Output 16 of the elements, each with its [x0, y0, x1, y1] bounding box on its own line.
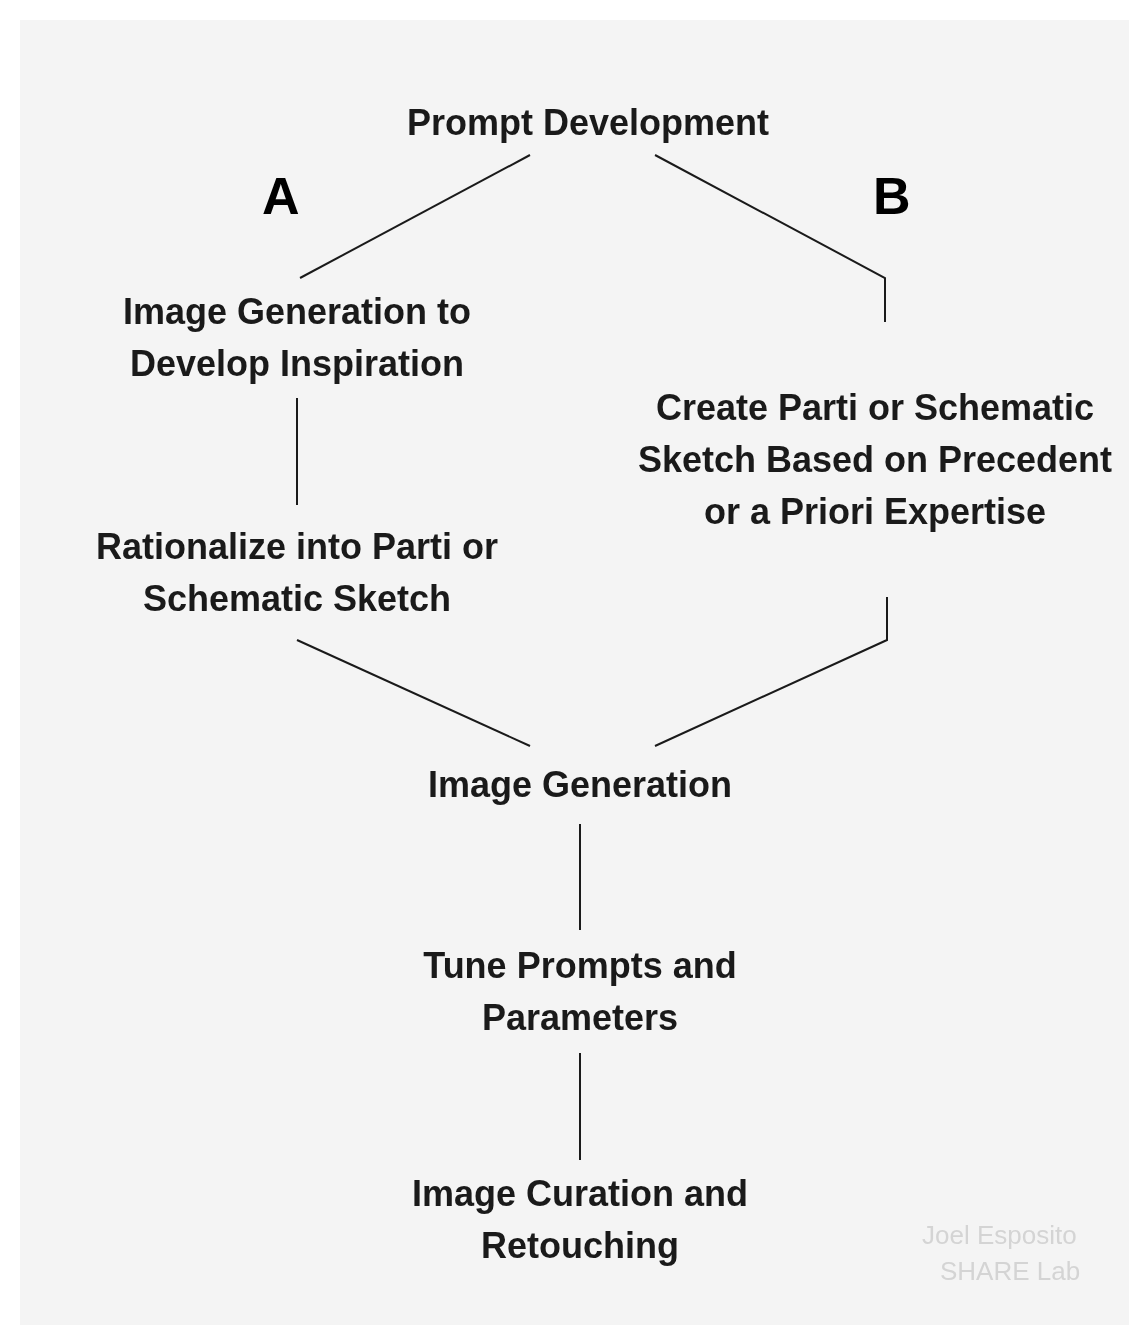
step-label: Rationalize into Parti or Schematic Sketch — [94, 524, 499, 621]
step-label: Image Generation to Develop Inspiration — [121, 290, 473, 386]
step-label: Image Generation — [427, 763, 733, 807]
path-letter: A — [262, 170, 300, 222]
connector-line — [296, 397, 298, 506]
connector-line — [579, 823, 581, 931]
step-label: Tune Prompts and Parameters — [422, 943, 738, 1040]
connector-line — [654, 596, 888, 747]
step-label: Create Parti or Schematic Sketch Based on Precedent or a Priori Expertise — [636, 385, 1114, 534]
connector-line — [654, 154, 886, 323]
connector-line — [299, 154, 531, 279]
connector-line — [579, 1052, 581, 1161]
step-label: Prompt Development — [406, 100, 770, 145]
path-letter: B — [873, 170, 911, 222]
step-label: Image Curation and Retouching — [410, 1172, 749, 1268]
connector-line — [296, 639, 531, 747]
